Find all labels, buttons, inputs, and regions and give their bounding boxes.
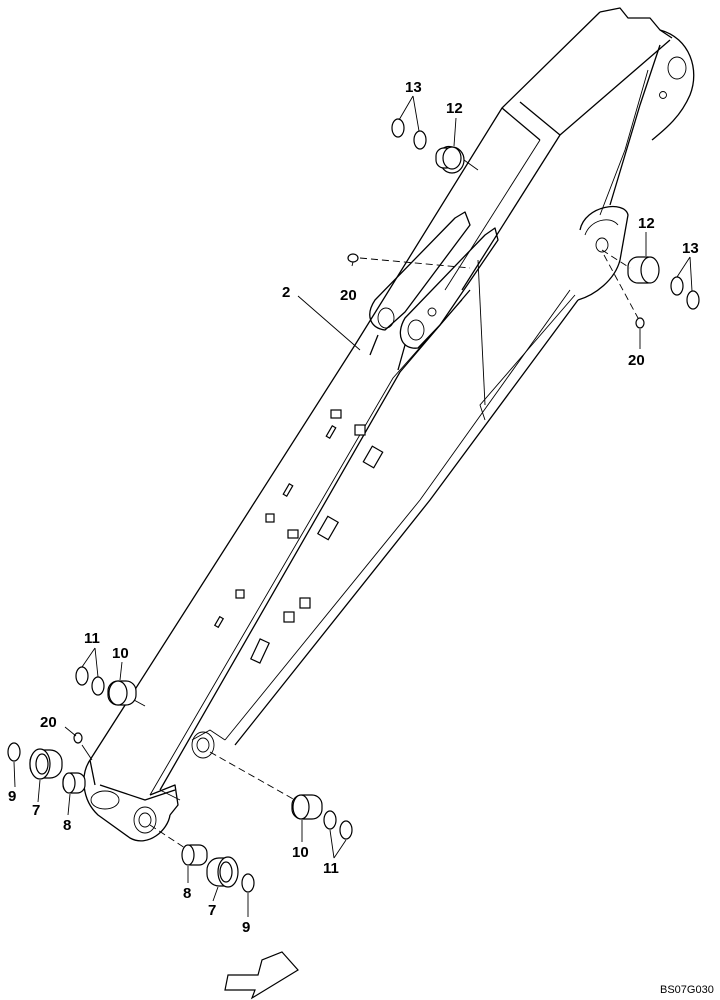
shim-pair-right [670, 276, 700, 310]
callout-13-right: 13 [682, 240, 699, 257]
sleeve-bottom [181, 844, 208, 866]
sleeve-left [62, 772, 86, 794]
callout-20-right: 20 [628, 352, 645, 369]
callout-7-bottom: 7 [208, 902, 216, 919]
shim-pair-left [75, 666, 105, 696]
callout-12-top: 12 [446, 100, 463, 117]
callout-13-top: 13 [405, 79, 422, 96]
callout-20-top: 20 [340, 287, 357, 304]
ring-bottom [241, 873, 255, 893]
callout-12-right: 12 [638, 215, 655, 232]
drawing-code: BS07G030 [660, 984, 714, 996]
callout-9-left: 9 [8, 788, 16, 805]
bushing-top [435, 145, 465, 174]
grease-fitting-right [635, 317, 645, 329]
leader-lines [13, 95, 693, 917]
callout-20-left: 20 [40, 714, 57, 731]
callout-8-left: 8 [63, 817, 71, 834]
shim-pair-lower [323, 810, 353, 840]
callout-11-left: 11 [84, 630, 100, 647]
callout-9-bottom: 9 [242, 919, 250, 936]
flanged-bushing-bottom [206, 856, 239, 888]
grease-fitting-left [73, 732, 83, 744]
bushing-left [107, 680, 137, 706]
grease-fitting-top [347, 253, 359, 263]
bushing-lower [291, 794, 323, 820]
callout-2: 2 [282, 284, 290, 301]
shim-pair-top [391, 118, 427, 150]
callouts: 13 12 12 13 20 2 20 11 10 20 9 7 8 10 11… [8, 79, 699, 936]
bushing-right [627, 256, 660, 284]
direction-arrow-icon [224, 951, 299, 1000]
callout-11-lower: 11 [323, 860, 339, 877]
callout-8-bottom: 8 [183, 885, 191, 902]
flanged-bushing-left [29, 748, 63, 780]
callout-10-lower: 10 [292, 844, 309, 861]
ring-left [7, 742, 21, 762]
arm-body [83, 7, 695, 842]
decal-marks [213, 409, 384, 664]
callout-7-left: 7 [32, 802, 40, 819]
callout-10-left: 10 [112, 645, 129, 662]
